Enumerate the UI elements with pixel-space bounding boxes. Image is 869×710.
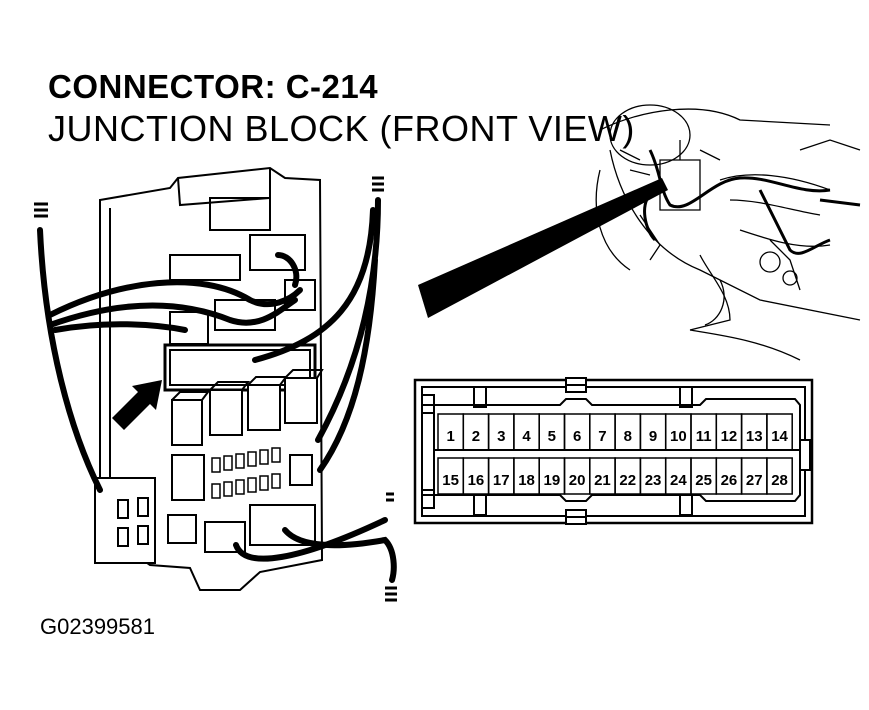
pin-label-15: 15: [442, 472, 459, 489]
pin-label-26: 26: [721, 472, 738, 489]
pin-label-20: 20: [569, 472, 586, 489]
pin-label-24: 24: [670, 472, 687, 489]
pin-label-8: 8: [624, 428, 632, 445]
pin-label-28: 28: [771, 472, 788, 489]
pointer-wedge: [418, 178, 668, 318]
pin-cell-28: [766, 457, 793, 495]
pin-label-5: 5: [548, 428, 556, 445]
pin-label-6: 6: [573, 428, 581, 445]
pin-label-16: 16: [468, 472, 485, 489]
pin-label-19: 19: [544, 472, 561, 489]
pin-label-27: 27: [746, 472, 763, 489]
pin-label-4: 4: [522, 428, 531, 445]
pin-label-21: 21: [594, 472, 611, 489]
pin-label-7: 7: [598, 428, 606, 445]
pin-label-3: 3: [497, 428, 505, 445]
pin-label-13: 13: [746, 428, 763, 445]
pin-cell-14: [766, 413, 793, 451]
pin-label-23: 23: [645, 472, 662, 489]
vehicle-harness: [643, 149, 861, 255]
pin-cells: [437, 413, 793, 495]
wire-break-marks: [34, 176, 397, 602]
connector-title: CONNECTOR: C-214: [48, 68, 379, 105]
figure-id: G02399581: [40, 614, 155, 639]
locator-arrow-icon: [112, 380, 162, 430]
pin-label-10: 10: [670, 428, 687, 445]
pin-label-14: 14: [771, 428, 788, 445]
connector-subtitle: JUNCTION BLOCK (FRONT VIEW): [48, 108, 635, 149]
pin-label-1: 1: [446, 428, 454, 445]
pin-label-18: 18: [518, 472, 535, 489]
wire-harness: [37, 197, 397, 583]
pin-label-9: 9: [649, 428, 657, 445]
pin-label-25: 25: [695, 472, 712, 489]
pin-label-22: 22: [619, 472, 636, 489]
pin-label-2: 2: [472, 428, 480, 445]
pin-label-11: 11: [696, 428, 712, 445]
pin-label-17: 17: [493, 472, 510, 489]
connector-face-view: [413, 377, 814, 525]
vehicle-location-illustration: [595, 104, 861, 361]
pin-label-12: 12: [721, 428, 738, 445]
junction-block-illustration: [94, 166, 324, 591]
